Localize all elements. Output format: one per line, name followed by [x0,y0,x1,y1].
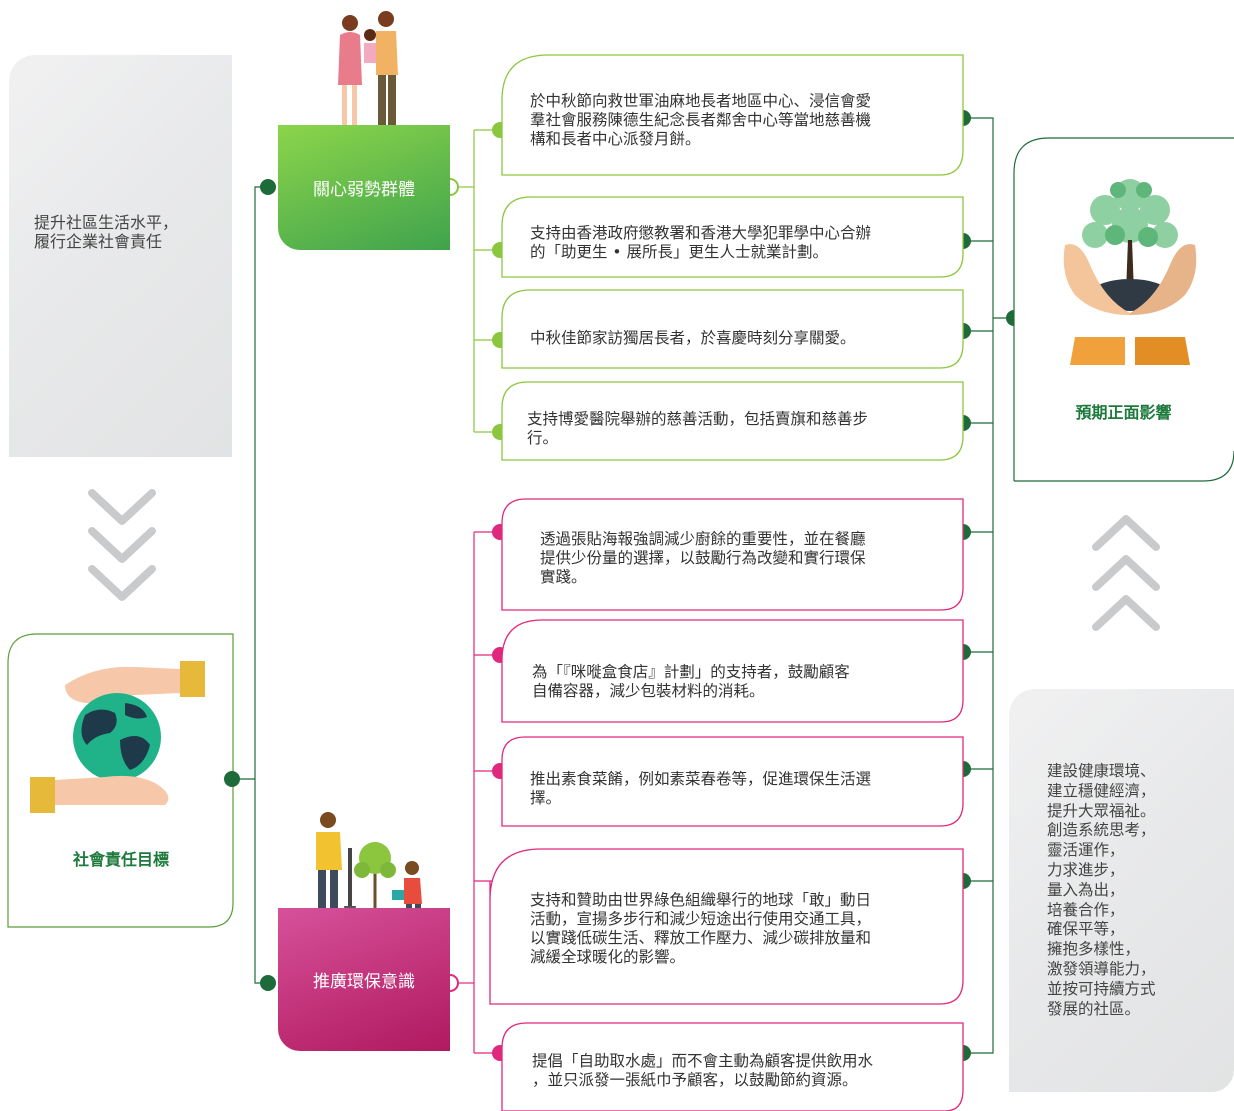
env-item-3-line: 推出素食菜餚，例如素菜春卷等，促進環保生活選 [530,770,872,788]
outcome-line: 確保平等， [1047,920,1125,939]
earth-in-hands-icon [30,661,205,813]
goal-text-line1: 提升社區生活水平， [34,213,179,232]
care-item-3-line: 中秋佳節家訪獨居長者，於喜慶時刻分享關愛。 [530,329,856,347]
env-item-4: 支持和贊助由世界綠色組織舉行的地球「敢」動日 活動，宣揚多步行和減少短途出行使用… [530,891,871,967]
chevron-up-icon [1092,515,1160,631]
care-item-4-line: 支持博愛醫院舉辦的慈善活動，包括賣旗和慈善步 [527,410,869,428]
env-item-4-line: 支持和贊助由世界綠色組織舉行的地球「敢」動日 [530,891,872,909]
care-item-2: 支持由香港政府懲教署和香港大學犯罪學中心合辦 的「助更生 • 展所長」更生人士就… [530,224,871,262]
category-care-label: 關心弱勢群體 [313,180,415,200]
outcome-line: 培養合作， [1047,900,1125,919]
outcome-line: 發展的社區。 [1047,999,1141,1018]
category-env[interactable]: 推廣環保意識 [278,908,450,1051]
env-item-1-line: 實踐。 [540,568,587,586]
outcome-line: 提升大眾福祉。 [1047,801,1156,820]
outcome-line: 建設健康環境、 [1047,762,1156,780]
care-item-2-line: 支持由香港政府懲教署和香港大學犯罪學中心合辦 [530,224,872,242]
env-item-2-line: 自備容器，減少包裝材料的消耗。 [532,682,765,700]
env-item-2-line: 為「『咪嘥盒食店』計劃」的支持者，鼓勵顧客 [532,663,850,681]
outcome-line: 建立穩健經濟， [1047,781,1156,800]
env-item-4-line: 活動，宣揚多步行和減少短途出行使用交通工具， [530,910,872,928]
tree-in-hands-icon [1063,179,1197,365]
outcome-line: 激發領導能力， [1047,959,1156,978]
outcome-line: 量入為出， [1047,880,1125,899]
env-item-5: 提倡「自助取水處」而不會主動為顧客提供飲用水 ，並只派發一張紙巾予顧客，以鼓勵節… [532,1052,873,1090]
outcome-line: 靈活運作， [1047,841,1125,860]
outcome-line: 力求進步， [1047,860,1125,879]
env-item-1: 透過張貼海報強調減少廚餘的重要性，並在餐廳 提供少份量的選擇，以鼓勵行為改變和實… [540,530,866,587]
care-item-1-line: 於中秋節向救世軍油麻地長者地區中心、浸信會愛 [530,92,872,110]
family-illustration [338,11,398,131]
care-item-3: 中秋佳節家訪獨居長者，於喜慶時刻分享關愛。 [530,329,856,348]
care-item-1-line: 構和長者中心派發月餅。 [530,130,701,148]
category-care[interactable]: 關心弱勢群體 [278,125,450,250]
env-item-2: 為「『咪嘥盒食店』計劃」的支持者，鼓勵顧客 自備容器，減少包裝材料的消耗。 [532,663,850,701]
outcome-text: 建設健康環境、 建立穩健經濟， 提升大眾福祉。 創造系統思考， 靈活運作， 力求… [1047,762,1156,1019]
outcome-panel [1009,689,1234,1092]
env-item-1-line: 透過張貼海報強調減少廚餘的重要性，並在餐廳 [540,530,866,548]
goal-text: 提升社區生活水平， 履行企業社會責任 [34,213,178,251]
care-item-1-line: 羣社會服務陳德生紀念長者鄰舍中心等當地慈善機 [530,111,872,129]
outcome-line: 擁抱多樣性， [1047,940,1141,959]
env-item-4-line: 減緩全球暖化的影響。 [530,948,686,966]
outcome-line: 並按可持續方式 [1047,979,1156,998]
env-item-4-line: 以實踐低碳生活、釋放工作壓力、減少碳排放量和 [530,929,872,947]
care-item-2-line: 的「助更生 • 展所長」更生人士就業計劃。 [530,243,828,261]
outcome-line: 創造系統思考， [1047,821,1156,840]
category-env-label: 推廣環保意識 [313,972,415,992]
chevron-down-icon [88,489,156,601]
csr-goal-title: 社會責任目標 [72,850,169,869]
care-item-4: 支持博愛醫院舉辦的慈善活動，包括賣旗和慈善步 行。 [527,410,868,448]
goal-panel [9,55,232,457]
care-item-4-line: 行。 [527,429,559,447]
goal-text-line2: 履行企業社會責任 [34,232,163,251]
env-item-3: 推出素食菜餚，例如素菜春卷等，促進環保生活選 擇。 [530,770,871,808]
env-item-3-line: 擇。 [530,789,562,807]
care-item-1: 於中秋節向救世軍油麻地長者地區中心、浸信會愛 羣社會服務陳德生紀念長者鄰舍中心等… [530,92,871,149]
impact-title: 預期正面影響 [1075,403,1172,422]
env-item-5-line: ，並只派發一張紙巾予顧客，以鼓勵節約資源。 [532,1071,858,1089]
env-item-1-line: 提供少份量的選擇，以鼓勵行為改變和實行環保 [540,549,866,567]
env-item-5-line: 提倡「自助取水處」而不會主動為顧客提供飲用水 [532,1052,874,1070]
